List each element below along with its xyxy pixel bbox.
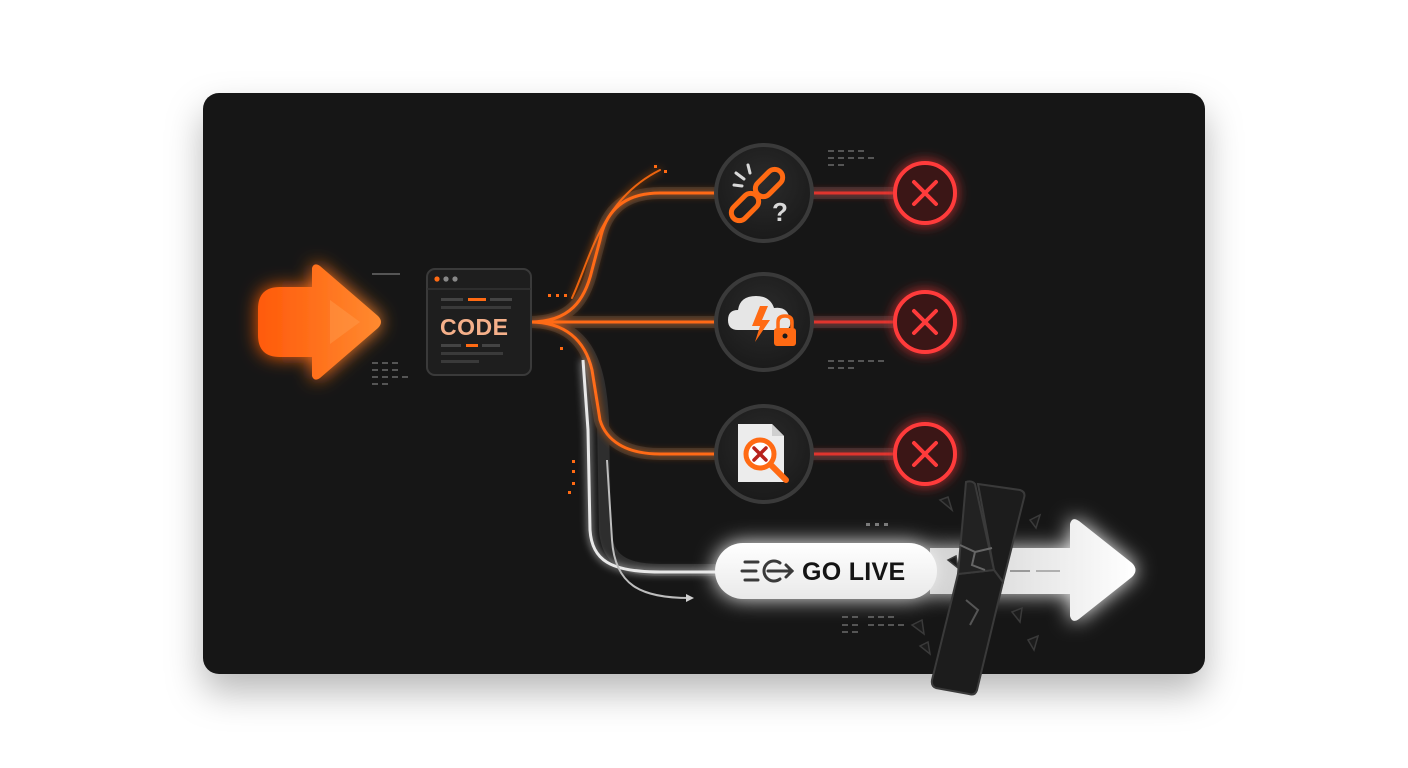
svg-text:?: ? (772, 197, 788, 227)
window-dot-grey-2 (452, 276, 458, 282)
launch-icon (740, 559, 795, 583)
document-search-error-icon (738, 424, 789, 483)
x-icon (912, 180, 938, 206)
broken-barrier-icon (910, 480, 1042, 696)
success-path (581, 359, 720, 574)
output-arrow (930, 519, 1136, 621)
x-icon (912, 441, 938, 467)
cloud-lightning-lock-icon (728, 296, 796, 346)
success-path-tail (606, 459, 691, 599)
go-live-label: GO LIVE (802, 558, 906, 586)
go-live-button (715, 543, 937, 599)
code-window: CODE (426, 268, 532, 376)
x-icon (912, 309, 938, 335)
branch-dashes (548, 165, 667, 494)
window-dot-red (434, 276, 440, 282)
decorative-dots (372, 150, 904, 633)
status-fail-3 (893, 422, 957, 486)
check-node-document-scan (714, 404, 814, 504)
broken-link-question-icon: ? (728, 163, 788, 227)
window-dot-grey-1 (443, 276, 449, 282)
check-node-cloud-security (714, 272, 814, 372)
check-node-broken-link: ? (714, 143, 814, 243)
status-fail-2 (893, 290, 957, 354)
success-path-arrowhead (686, 594, 694, 602)
input-arrow (258, 264, 381, 380)
status-fail-1 (893, 161, 957, 225)
code-label: CODE (440, 314, 508, 340)
orange-branch-lines (528, 169, 720, 456)
diagram-panel (203, 93, 1205, 674)
failure-lines (810, 191, 893, 456)
